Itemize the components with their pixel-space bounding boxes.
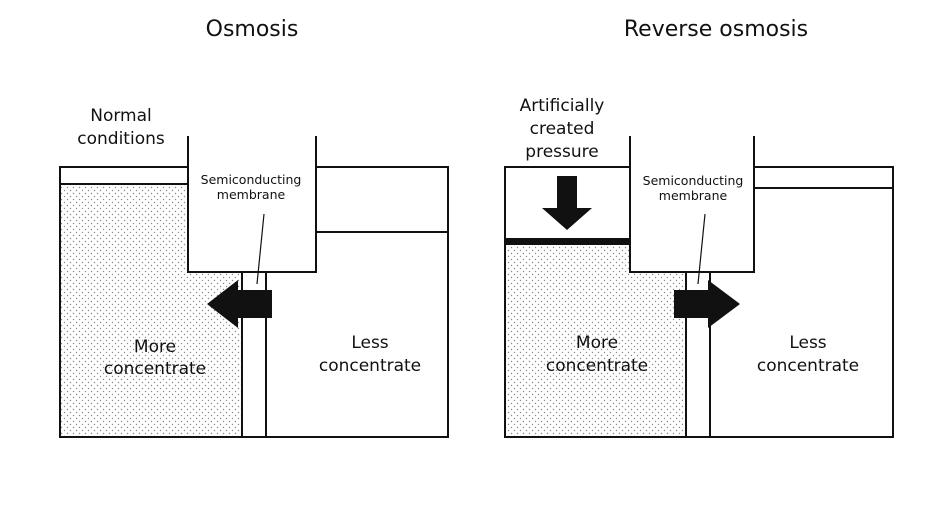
reverse-osmosis-left-label-line1: More: [576, 333, 618, 353]
reverse-osmosis-pressure-label-line3: pressure: [525, 142, 598, 162]
reverse-osmosis-panel: Reverse osmosis Artificially created pre…: [504, 17, 894, 438]
osmosis-left-label-line1: More: [134, 337, 176, 357]
osmosis-membrane-label-line1: Semiconducting: [201, 172, 302, 187]
reverse-osmosis-title: Reverse osmosis: [624, 17, 808, 42]
osmosis-title: Osmosis: [206, 17, 299, 42]
reverse-osmosis-right-label-line2: concentrate: [757, 356, 859, 376]
reverse-osmosis-flow-arrow-right-icon: [674, 280, 740, 328]
reverse-osmosis-membrane-callout: [629, 136, 755, 273]
reverse-osmosis-left-label-line2: concentrate: [546, 356, 648, 376]
reverse-osmosis-pressure-label-line1: Artificially: [520, 96, 605, 116]
reverse-osmosis-right-label-line1: Less: [789, 333, 826, 353]
osmosis-membrane-label-line2: membrane: [217, 187, 286, 202]
osmosis-flow-arrow-left-icon: [207, 280, 272, 328]
pressure-down-arrow-icon: [542, 176, 592, 230]
osmosis-condition-label-line1: Normal: [90, 106, 152, 126]
reverse-osmosis-membrane-label-line2: membrane: [659, 188, 728, 203]
reverse-osmosis-concentrate-fill: [506, 244, 686, 436]
osmosis-right-label-line1: Less: [351, 333, 388, 353]
reverse-osmosis-pressure-label-line2: created: [530, 119, 595, 139]
osmosis-condition-label-line2: conditions: [77, 129, 165, 149]
reverse-osmosis-membrane-label-line1: Semiconducting: [643, 173, 744, 188]
osmosis-panel: Osmosis Normal conditions Semiconducting…: [59, 17, 449, 438]
reverse-osmosis-membrane-pointer: [697, 213, 706, 285]
osmosis-right-label-line2: concentrate: [319, 356, 421, 376]
osmosis-membrane-pointer: [256, 213, 265, 285]
osmosis-membrane-callout: [187, 136, 317, 273]
reverse-osmosis-piston: [505, 238, 630, 245]
osmosis-left-label-line2: concentrate: [104, 359, 206, 379]
osmosis-concentrate-fill: [61, 184, 242, 436]
